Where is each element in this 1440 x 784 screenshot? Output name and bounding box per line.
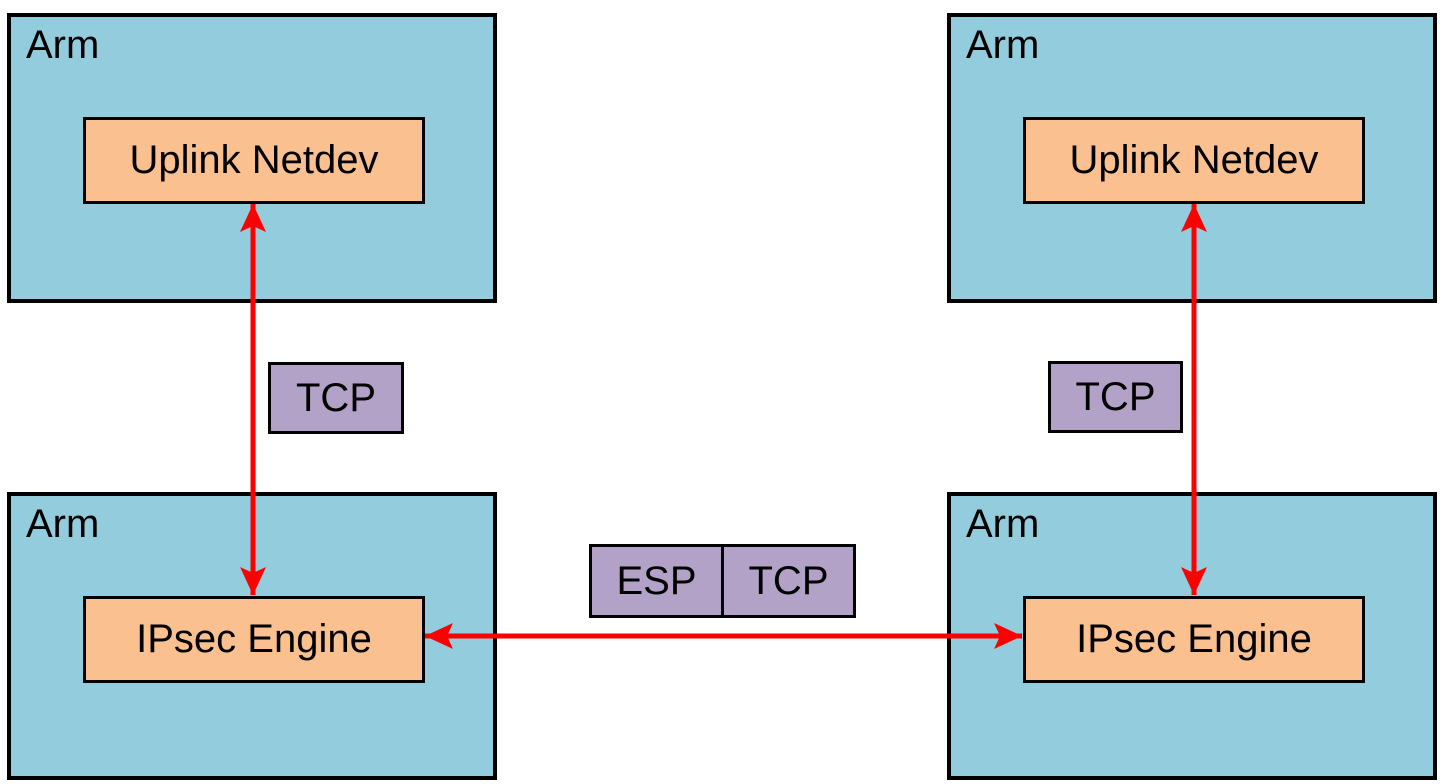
arm-box-bottom-right: Arm IPsec Engine	[947, 492, 1437, 780]
arm-label-bottom-left: Arm	[26, 502, 100, 546]
tcp-protocol-label-right: TCP	[1048, 361, 1183, 433]
arm-label-top-right: Arm	[966, 23, 1040, 67]
arm-label-top-left: Arm	[26, 23, 100, 67]
arm-box-top-right: Arm Uplink Netdev	[947, 13, 1437, 303]
uplink-netdev-box-top-left: Uplink Netdev	[83, 117, 425, 204]
tcp-protocol-label-left: TCP	[268, 362, 404, 434]
tcp-protocol-label-center: TCP	[721, 544, 856, 618]
ipsec-engine-box-bottom-left: IPsec Engine	[83, 596, 425, 683]
arm-box-bottom-left: Arm IPsec Engine	[7, 492, 497, 780]
esp-tcp-protocol-pair: ESP TCP	[589, 544, 856, 618]
arm-label-bottom-right: Arm	[966, 502, 1040, 546]
uplink-netdev-box-top-right: Uplink Netdev	[1023, 117, 1365, 204]
ipsec-engine-box-bottom-right: IPsec Engine	[1023, 596, 1365, 683]
arm-box-top-left: Arm Uplink Netdev	[7, 13, 497, 303]
esp-protocol-label: ESP	[589, 544, 724, 618]
